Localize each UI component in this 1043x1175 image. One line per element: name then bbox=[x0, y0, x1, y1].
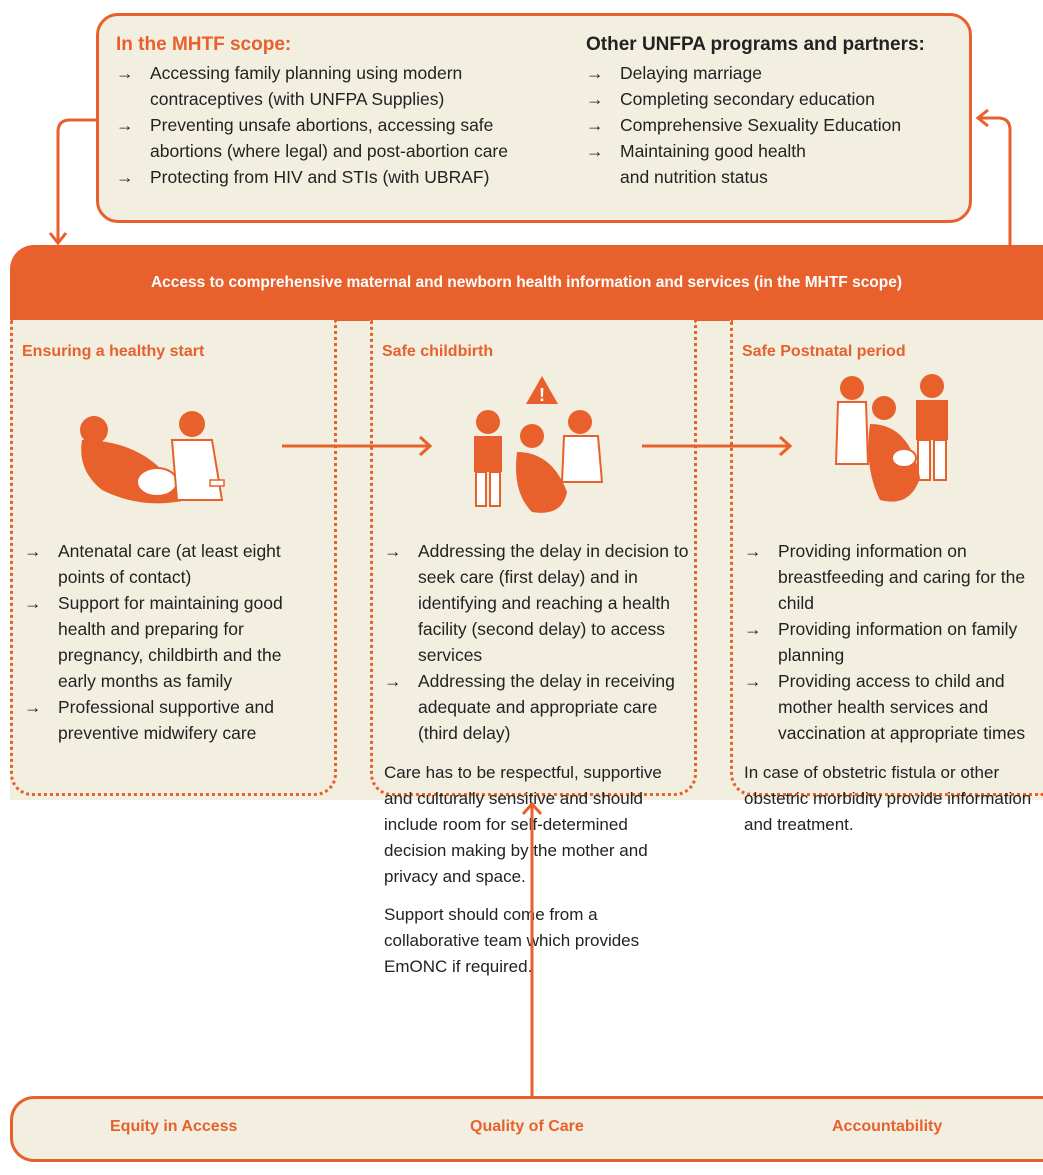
pillar-accountability: Accountability bbox=[832, 1118, 943, 1135]
healthy-start-content: Antenatal care (at least eight points of… bbox=[24, 538, 324, 746]
paragraph: Care has to be respectful, supportive an… bbox=[384, 763, 662, 886]
list-item: Comprehensive Sexuality Education bbox=[586, 112, 916, 138]
paragraph: Support should come from a collaborative… bbox=[384, 905, 640, 976]
list-item: Professional supportive and preventive m… bbox=[24, 694, 324, 746]
birth-support-team-icon: ! bbox=[474, 376, 604, 513]
pillar-quality: Quality of Care bbox=[470, 1118, 584, 1135]
postnatal-family-icon bbox=[834, 374, 948, 502]
svg-text:!: ! bbox=[539, 385, 545, 405]
list-item: Addressing the delay in receiving adequa… bbox=[384, 668, 690, 746]
up-arrow bbox=[521, 801, 543, 1096]
postnatal-content: Providing information on breastfeeding a… bbox=[744, 538, 1040, 850]
other-programs-title: Other UNFPA programs and partners: bbox=[586, 34, 925, 55]
flow-arrow bbox=[282, 435, 433, 457]
connector-arrows bbox=[48, 108, 1012, 246]
panel-title-postnatal: Safe Postnatal period bbox=[742, 343, 906, 360]
list-item: Providing information on family planning bbox=[744, 616, 1040, 668]
list-item: Delaying marriage bbox=[586, 60, 916, 86]
pillars-box bbox=[10, 1096, 1043, 1162]
list-item: Addressing the delay in decision to seek… bbox=[384, 538, 690, 668]
list-item: Support for maintaining good health and … bbox=[24, 590, 324, 694]
panel-title-healthy-start: Ensuring a healthy start bbox=[22, 343, 205, 360]
list-item: Accessing family planning using modern c… bbox=[116, 60, 516, 112]
list-item: Antenatal care (at least eight points of… bbox=[24, 538, 324, 590]
pillar-equity: Equity in Access bbox=[110, 1118, 238, 1135]
safe-childbirth-content: Addressing the delay in decision to seek… bbox=[384, 538, 690, 992]
other-programs-list: Delaying marriage Completing secondary e… bbox=[586, 60, 916, 190]
panel-title-safe-childbirth: Safe childbirth bbox=[382, 343, 494, 360]
paragraph: In case of obstetric fistula or other ob… bbox=[744, 763, 1032, 834]
list-item: Preventing unsafe abortions, accessing s… bbox=[116, 112, 516, 164]
list-item: Providing access to child and mother hea… bbox=[744, 668, 1040, 746]
mhtf-scope-title: In the MHTF scope: bbox=[116, 34, 292, 55]
access-banner: Access to comprehensive maternal and new… bbox=[10, 245, 1043, 321]
list-item: Protecting from HIV and STIs (with UBRAF… bbox=[116, 164, 516, 190]
list-item: Providing information on breastfeeding a… bbox=[744, 538, 1040, 616]
pregnant-woman-with-midwife-icon bbox=[80, 411, 225, 504]
flow-arrow bbox=[642, 435, 793, 457]
list-item: Completing secondary education bbox=[586, 86, 916, 112]
mhtf-scope-list: Accessing family planning using modern c… bbox=[116, 60, 516, 190]
list-item: Maintaining good health and nutrition st… bbox=[586, 138, 820, 190]
